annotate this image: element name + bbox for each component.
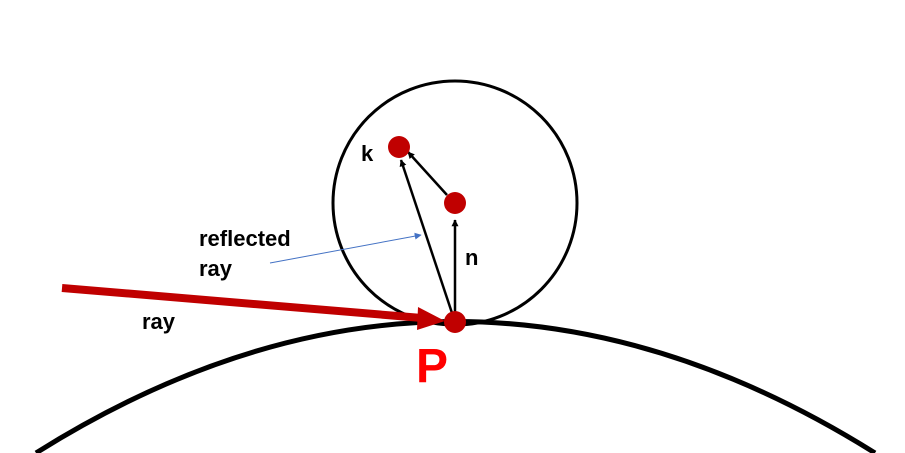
point-p <box>444 311 466 333</box>
normal-label: n <box>465 245 478 270</box>
incoming-ray <box>61 284 423 322</box>
point-p-label: P <box>416 340 448 393</box>
reflected-ray-pointer <box>269 232 422 264</box>
reflected-ray-arrow <box>399 159 457 323</box>
sample-label: k <box>361 141 374 166</box>
reflected-ray-label-line1: reflected <box>199 226 291 251</box>
point-k <box>388 136 410 158</box>
reflected-ray-label-line2: ray <box>199 256 233 281</box>
sphere-center-point <box>444 192 466 214</box>
incoming-ray-arrowhead <box>417 307 445 330</box>
offset-arrow <box>407 151 448 196</box>
surface-arc <box>34 319 877 453</box>
incoming-ray-label: ray <box>142 309 176 334</box>
